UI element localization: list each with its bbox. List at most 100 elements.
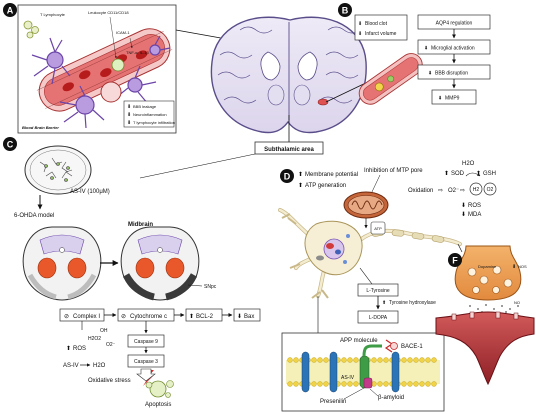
dish-cells <box>39 157 73 182</box>
effect-arrow: ⬇ <box>127 112 131 118</box>
panel-c-marker <box>3 137 17 151</box>
dopamine-label: Dopamine <box>478 264 497 269</box>
tnf-label: TNF-α, IL-1β <box>126 50 150 55</box>
effect-arrow-up: ⬆ <box>298 171 303 178</box>
panel-c-letter: C <box>7 140 14 150</box>
panel-a: A T Lymphocyte <box>3 3 177 134</box>
t-lymphocyte-label: T Lymphocyte <box>40 12 66 17</box>
h2-label: H2 <box>473 187 480 193</box>
icam-label: ICAM-1 <box>116 30 130 35</box>
panel-d-letter: D <box>284 172 291 182</box>
mmp9-box <box>431 89 477 105</box>
effect-arrow-up: ⬆ <box>382 300 386 306</box>
panel-b-letter: B <box>342 6 349 16</box>
effect-arrow: ⬇ <box>428 71 432 77</box>
receptors <box>451 311 519 321</box>
bbb-disruption-label: BBB disruption <box>435 71 468 77</box>
panel-a-marker <box>3 3 17 17</box>
mtp-label: Inhibition of MTP pore <box>364 168 423 174</box>
effect-neuroinflammation: Neuroinflammation <box>133 112 167 117</box>
complex-label: Complex I <box>73 314 100 320</box>
atp-box <box>370 221 386 235</box>
app-label: APP molecule <box>340 338 378 344</box>
oh-label: OH <box>100 328 108 334</box>
oxidative-label: Oxidative stress <box>88 378 131 384</box>
midbrain-right <box>120 226 200 301</box>
o2minus-label: O2⁻ <box>448 188 459 194</box>
inhibit-symbol: ⊘ <box>64 314 69 320</box>
effect-arrow: ⬇ <box>424 46 428 52</box>
panel-a-effects-box <box>123 100 175 128</box>
bbb-label: Blood Brain Barrier <box>22 125 59 130</box>
oxidation-label: Oxidation <box>408 188 433 194</box>
panel-a-effects: ⬇ BBB leakage ⬇ Neuroinflammation ⬇ T ly… <box>127 104 175 126</box>
apoptotic-cell <box>145 380 174 398</box>
bace-label: BACE-1 <box>401 344 423 350</box>
o2-label: O2 <box>487 187 494 193</box>
presynaptic-terminal <box>454 245 522 301</box>
bcl2-label: BCL-2 <box>196 314 214 320</box>
panel-e: E APP molecule BACE-1 AS-IV Presenilin β… <box>281 332 445 412</box>
infiltrating-cell <box>100 81 122 103</box>
no-label: NO <box>514 300 520 305</box>
panel-f: Dopamine ⬇ NOS F NO <box>435 243 535 386</box>
asiv-label: AS-IV <box>341 375 355 381</box>
h2o-label: H2O <box>462 161 475 167</box>
effect-arrow: ⬇ <box>358 21 362 27</box>
effect-blood-clot: Blood clot <box>365 21 388 27</box>
ros-label: ROS <box>468 203 481 209</box>
midbrain-title: Midbrain <box>128 222 153 228</box>
ros-label: ROS <box>73 346 86 352</box>
effect-arrow-up: ⬆ <box>444 170 449 177</box>
subthalamic-box <box>254 141 324 155</box>
hydroxylase-label: Tyrosine hydroxylase <box>389 300 436 306</box>
beta-amyloid-label: β-amyloid <box>378 395 404 401</box>
effect-arrow: ⬇ <box>237 313 242 320</box>
neuron <box>278 208 462 299</box>
cytochrome-label: Cytochrome c <box>130 314 167 320</box>
h2o-label: H2O <box>93 363 106 369</box>
neuron-nucleus <box>323 238 345 260</box>
microglial-label: Microglial activation <box>431 46 475 52</box>
membrane-label: Membrane potential <box>305 172 358 178</box>
h2o2-label: H2O2 <box>88 336 101 342</box>
clot-vessel <box>358 53 423 105</box>
dose-label: AS-IV (100μM) <box>70 189 110 195</box>
panel-a-letter: A <box>7 6 14 16</box>
mmp9-label: MMP9 <box>445 96 460 102</box>
postsynaptic-terminal <box>435 311 535 386</box>
effect-arrow-up: ⬆ <box>189 313 194 320</box>
nos-label: NOS <box>518 264 527 269</box>
synaptic-vesicles <box>467 265 513 294</box>
panel-b: B ⬇ Blood clot ⬇ Infarct volume AQP4 reg… <box>338 3 491 105</box>
hollow-arrow-icon: ⇨ <box>438 188 443 194</box>
coronal-brain <box>210 16 367 134</box>
effect-arrow: ⬇ <box>512 264 516 270</box>
panel-b-effects-box <box>354 14 408 41</box>
asiv-label: AS-IV <box>63 363 79 369</box>
aqp4-label: AQP4 regulation <box>436 21 473 27</box>
bax-box <box>233 308 261 322</box>
leukocyte-label: Leukocyte CD11/CD18 <box>88 10 129 15</box>
astrocyte-cells <box>31 35 171 129</box>
connector-subthalamic-c <box>139 153 256 179</box>
panel-f-marker <box>448 253 462 267</box>
effect-infarct: Infarct volume <box>365 31 397 37</box>
snpc-label: SNpc <box>204 284 217 290</box>
panel-d: D ⬆ Membrane potential ⬆ ATP generation … <box>278 161 497 324</box>
effect-bbb-leakage: BBB leakage <box>133 104 157 109</box>
hollow-arrow-icon: ⇨ <box>460 188 465 194</box>
effect-arrow: ⬇ <box>127 120 131 126</box>
effect-arrow: ⬇ <box>358 31 362 37</box>
tyrosine-label: L-Tyrosine <box>366 288 390 294</box>
down-arrow-icon <box>136 368 156 382</box>
t-lymphocytes <box>23 20 39 39</box>
model-label: 6-OHDA model <box>14 213 54 219</box>
leukocyte-cell <box>111 58 125 72</box>
gsh-label: GSH <box>483 171 496 177</box>
ldopa-box <box>357 310 399 324</box>
bax-label: Bax <box>244 314 254 320</box>
apoptosis-label: Apoptosis <box>145 402 171 408</box>
caspase9-label: Caspase 9 <box>134 339 158 345</box>
